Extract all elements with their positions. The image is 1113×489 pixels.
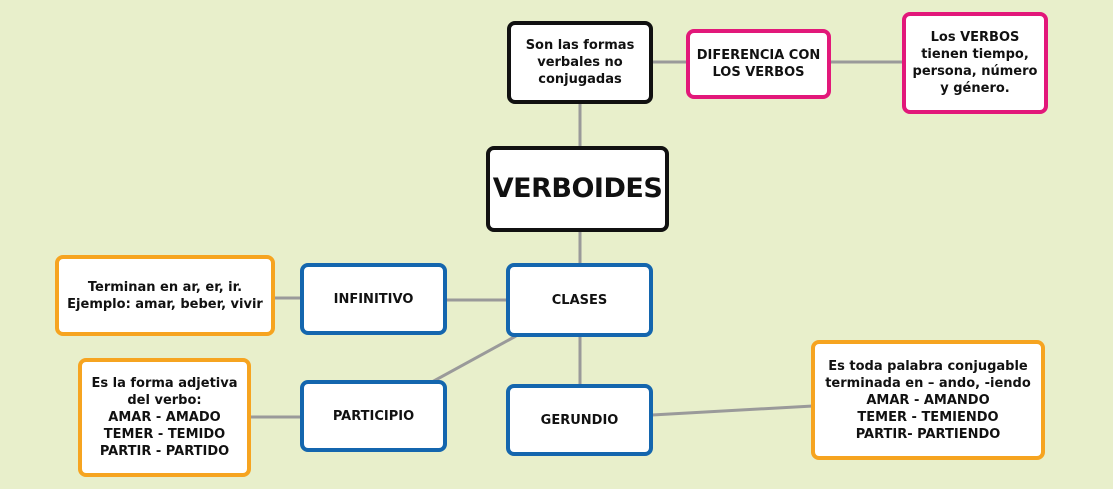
participio-node: PARTICIPIO [300, 380, 447, 452]
connector-clases-participio [431, 334, 517, 384]
connector-gerundio-desc [651, 404, 814, 417]
verboides-main-node: VERBOIDES [486, 146, 669, 232]
participio-description-node: Es la forma adjetiva del verbo: AMAR - A… [78, 358, 251, 477]
clases-node: CLASES [506, 263, 653, 337]
verbs-note-node: Los VERBOS tienen tiempo, persona, númer… [902, 12, 1048, 114]
difference-node: DIFERENCIA CON LOS VERBOS [686, 29, 831, 99]
gerundio-node: GERUNDIO [506, 384, 653, 456]
gerundio-description-node: Es toda palabra conjugable terminada en … [811, 340, 1045, 460]
infinitivo-description-node: Terminan en ar, er, ir. Ejemplo: amar, b… [55, 255, 275, 336]
infinitivo-node: INFINITIVO [300, 263, 447, 335]
definition-node: Son las formas verbales no conjugadas [507, 21, 653, 104]
